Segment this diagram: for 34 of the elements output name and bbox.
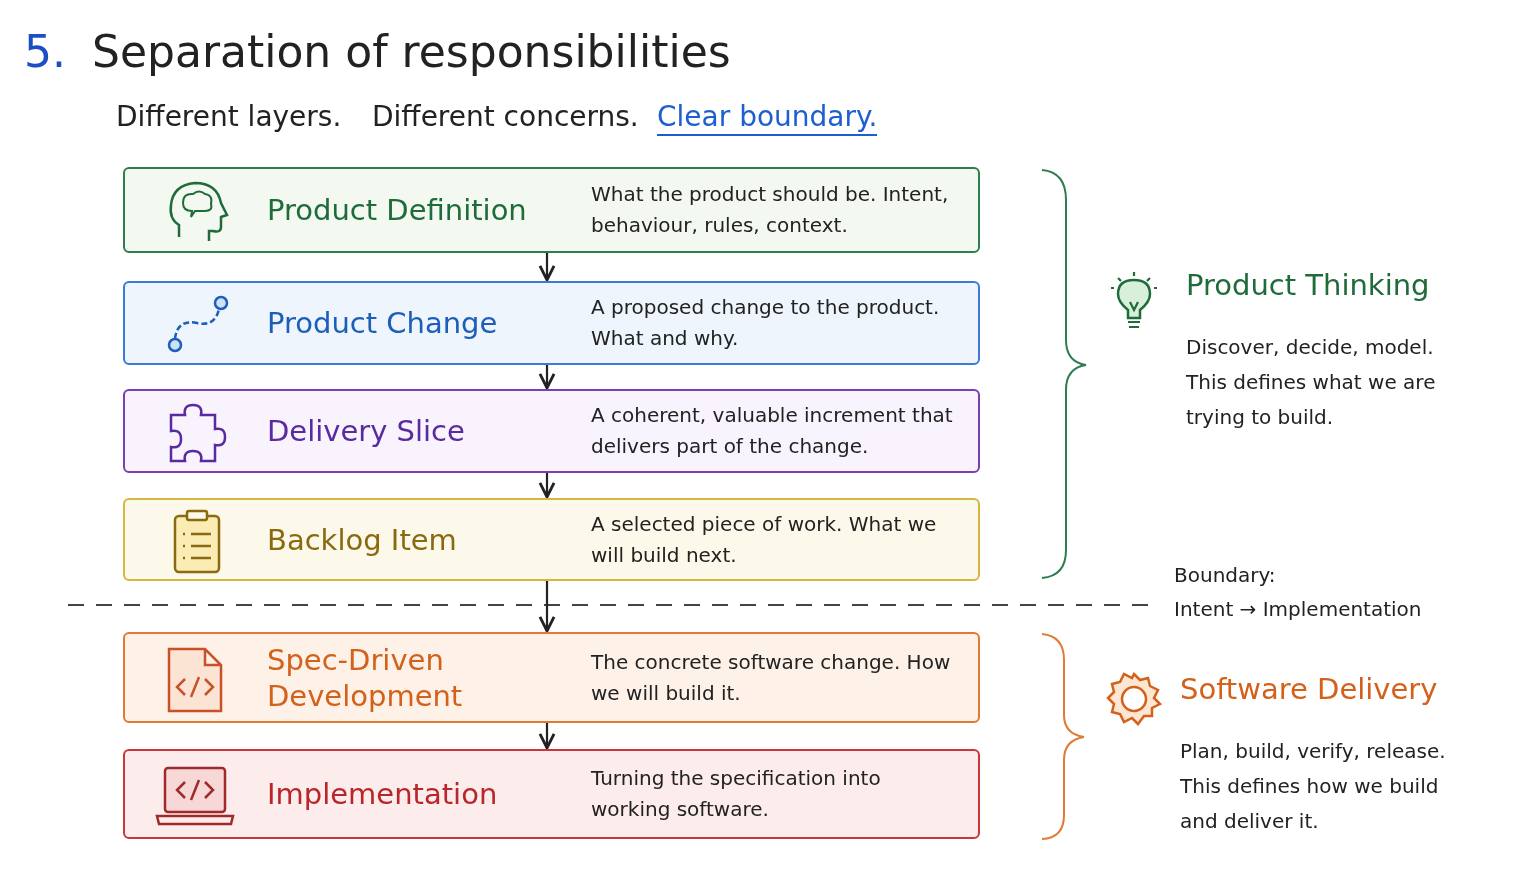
boundary-label: Boundary: (1174, 563, 1276, 587)
boundary-label: Intent → Implementation (1174, 597, 1422, 621)
layer-description: A proposed change to the product. What and why. (591, 294, 941, 352)
layer-box (123, 749, 980, 839)
arrow (538, 473, 556, 499)
layer-heading: Delivery Slice (267, 413, 466, 449)
layer-box (123, 389, 980, 473)
layer-description: A selected piece of work. What we will build next. (591, 510, 938, 569)
layer-heading: Backlog Item (267, 521, 458, 558)
group-heading: Software Delivery (1180, 672, 1438, 706)
group-description: Plan, build, verify, release. This defines how we build and deliver it. (1180, 738, 1447, 835)
subtitle: Different concerns. (372, 100, 639, 133)
layer-description: Turning the specification into working software. (591, 765, 882, 823)
layer-box (123, 498, 980, 581)
layer-box (123, 167, 980, 253)
arrow (538, 581, 556, 633)
arrow (538, 723, 556, 750)
layer-box (123, 632, 980, 723)
subtitle: Different layers. (116, 100, 342, 133)
layer-description: The concrete software change. How we will build it. (591, 648, 952, 707)
layer-heading: Implementation (267, 776, 499, 812)
layer-box (123, 281, 980, 365)
group-description: Discover, decide, model. This defines what we are trying to build. (1186, 334, 1437, 431)
title: Separation of responsibilities (92, 26, 731, 77)
layer-description: What the product should be. Intent, behaviour, rules, context. (591, 181, 950, 239)
layer-heading: Product Change (267, 305, 499, 341)
heading-number: 5. (24, 26, 66, 77)
group-heading: Product Thinking (1186, 268, 1430, 302)
layer-description: A coherent, valuable increment that delivers part of the change. (591, 402, 954, 460)
arrow (538, 365, 556, 390)
arrow (538, 253, 556, 282)
subtitle-link: Clear boundary. (657, 100, 878, 136)
layer-heading: Product Definition (267, 192, 528, 228)
layer-heading: Spec-Driven Development (267, 641, 464, 714)
